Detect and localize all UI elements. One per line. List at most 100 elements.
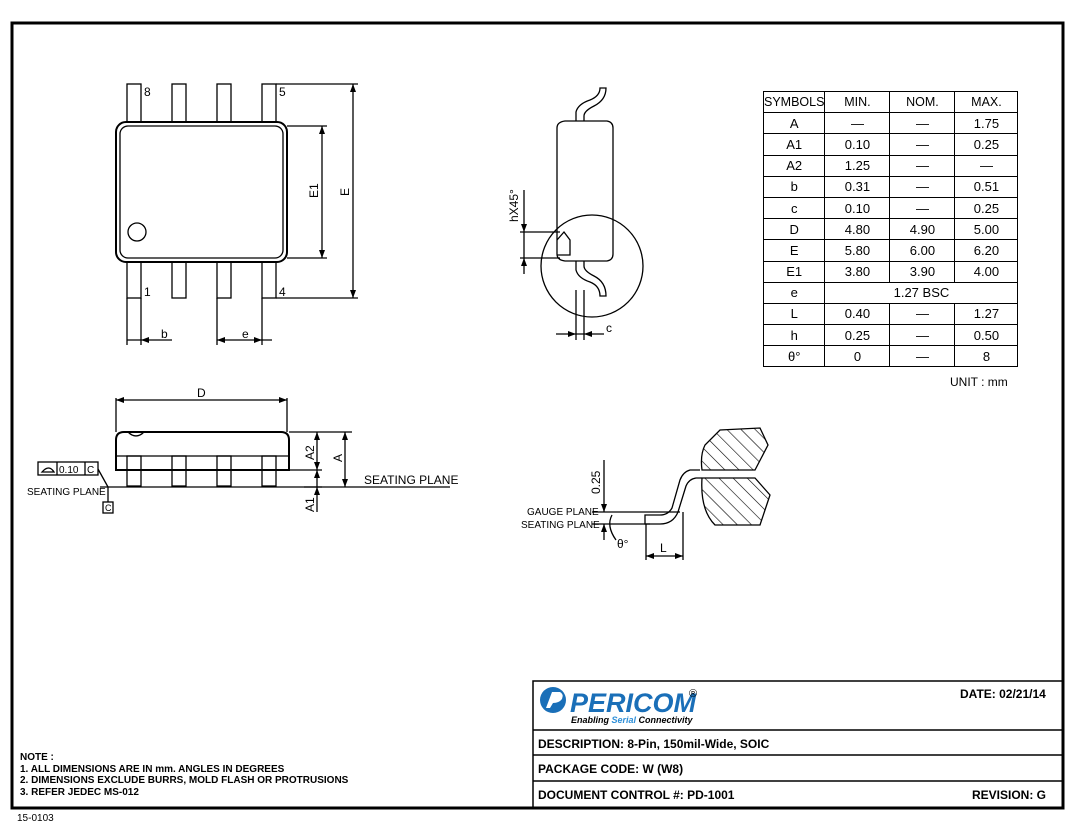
note-item: 2. DIMENSIONS EXCLUDE BURRS, MOLD FLASH … — [20, 775, 349, 786]
table-cell: e — [762, 281, 826, 304]
title-block-package-code: PACKAGE CODE: W (W8) — [538, 762, 684, 776]
table-cell: A2 — [762, 154, 826, 177]
table-cell: — — [824, 112, 891, 135]
table-cell: 3.90 — [889, 260, 956, 283]
table-header: MAX. — [954, 90, 1019, 114]
registered-mark: ® — [689, 688, 697, 700]
notes: NOTE : 1. ALL DIMENSIONS ARE IN mm. ANGL… — [20, 752, 348, 798]
pin1-indicator — [127, 222, 147, 242]
table-cell: 1.27 — [954, 302, 1019, 326]
title-block-revision: REVISION: G — [972, 788, 1047, 802]
dim-a1-label: A1 — [303, 497, 317, 512]
table-cell: 6.20 — [954, 239, 1019, 262]
table-header: MIN. — [824, 90, 891, 114]
table-header: NOM. — [889, 90, 956, 114]
table-cell: — — [889, 324, 956, 347]
table-cell: 0.31 — [824, 175, 891, 198]
table-cell: — — [889, 133, 956, 156]
table-cell: θ° — [762, 345, 826, 368]
title-block-description: DESCRIPTION: 8-Pin, 150mil-Wide, SOIC — [538, 737, 770, 751]
table-cell: 0.25 — [954, 133, 1019, 156]
pin-5-label: 5 — [279, 85, 286, 99]
table-cell: 8 — [954, 345, 1019, 368]
top-view — [115, 83, 358, 345]
dim-e-label: E — [338, 188, 352, 196]
pericom-logo: PERICOM ® Enabling Serial Connectivity — [540, 687, 697, 725]
table-cell: c — [762, 196, 826, 220]
side-view — [37, 398, 450, 514]
table-cell: 0.25 — [954, 196, 1019, 220]
dim-pitch-label: e — [242, 327, 249, 341]
table-cell: 0.10 — [824, 196, 891, 220]
table-cell: — — [889, 112, 956, 135]
notes-title: NOTE : — [20, 752, 54, 763]
table-cell: 4.00 — [954, 260, 1019, 283]
table-cell: — — [889, 345, 956, 368]
note-item: 3. REFER JEDEC MS-012 — [20, 786, 139, 798]
unit-label: UNIT : mm — [950, 375, 1008, 389]
table-cell: 0.40 — [824, 302, 891, 326]
table-cell: — — [889, 175, 956, 198]
table-cell: E1 — [762, 260, 826, 283]
note-item: 1. ALL DIMENSIONS ARE IN mm. ANGLES IN D… — [20, 763, 285, 775]
table-cell: 3.80 — [824, 260, 891, 283]
table-cell: — — [889, 302, 956, 326]
dim-c-label: c — [606, 321, 612, 335]
datum-c-box: C — [105, 503, 112, 513]
table-cell: h — [762, 324, 826, 347]
pin-4-label: 4 — [279, 285, 286, 299]
table-cell: 0 — [824, 345, 891, 368]
tagline: Enabling Serial Connectivity — [571, 715, 694, 725]
title-block-document-control: DOCUMENT CONTROL #: PD-1001 — [538, 788, 735, 802]
table-cell: 6.00 — [889, 239, 956, 262]
title-block — [532, 680, 1064, 809]
seating-plane-left-label: SEATING PLANE — [27, 487, 106, 498]
table-cell: A1 — [762, 133, 826, 156]
pericom-wordmark: PERICOM — [570, 688, 697, 718]
table-cell: 4.80 — [824, 218, 891, 241]
document-code: 15-0103 — [17, 813, 54, 824]
theta-label: θ° — [617, 537, 629, 551]
table-cell: A — [762, 112, 826, 135]
table-cell: 5.80 — [824, 239, 891, 262]
detail-seating-plane-label: SEATING PLANE — [521, 520, 600, 531]
pin-8-label: 8 — [144, 85, 151, 99]
table-cell: — — [889, 196, 956, 220]
dim-e1-label: E1 — [307, 183, 321, 198]
table-cell: 4.90 — [889, 218, 956, 241]
dim-h-chamfer-label: hX45° — [507, 189, 521, 222]
flatness-value: 0.10 — [59, 465, 79, 476]
table-cell: 1.75 — [954, 112, 1019, 135]
table-cell: 0.10 — [824, 133, 891, 156]
table-row: θ°0—8 — [762, 345, 1019, 368]
table-cell: — — [889, 154, 956, 177]
table-header-row: SYMBOLS MIN. NOM. MAX. — [762, 90, 1019, 114]
table-cell: 0.50 — [954, 324, 1019, 347]
dim-a2-label: A2 — [303, 445, 317, 460]
dim-a-label: A — [331, 454, 345, 462]
table-cell: E — [762, 239, 826, 262]
table-cell: 0.25 — [824, 324, 891, 347]
dim-l-label: L — [660, 541, 667, 555]
dim-b-label: b — [161, 327, 168, 341]
pin-1-label: 1 — [144, 285, 151, 299]
table-cell: 0.51 — [954, 175, 1019, 198]
table-cell: 1.27 BSC — [824, 281, 1019, 304]
seating-plane-label: SEATING PLANE — [364, 473, 458, 487]
title-block-date: DATE: 02/21/14 — [960, 687, 1046, 701]
table-cell: b — [762, 175, 826, 198]
table-cell: 5.00 — [954, 218, 1019, 241]
end-view — [520, 87, 644, 340]
